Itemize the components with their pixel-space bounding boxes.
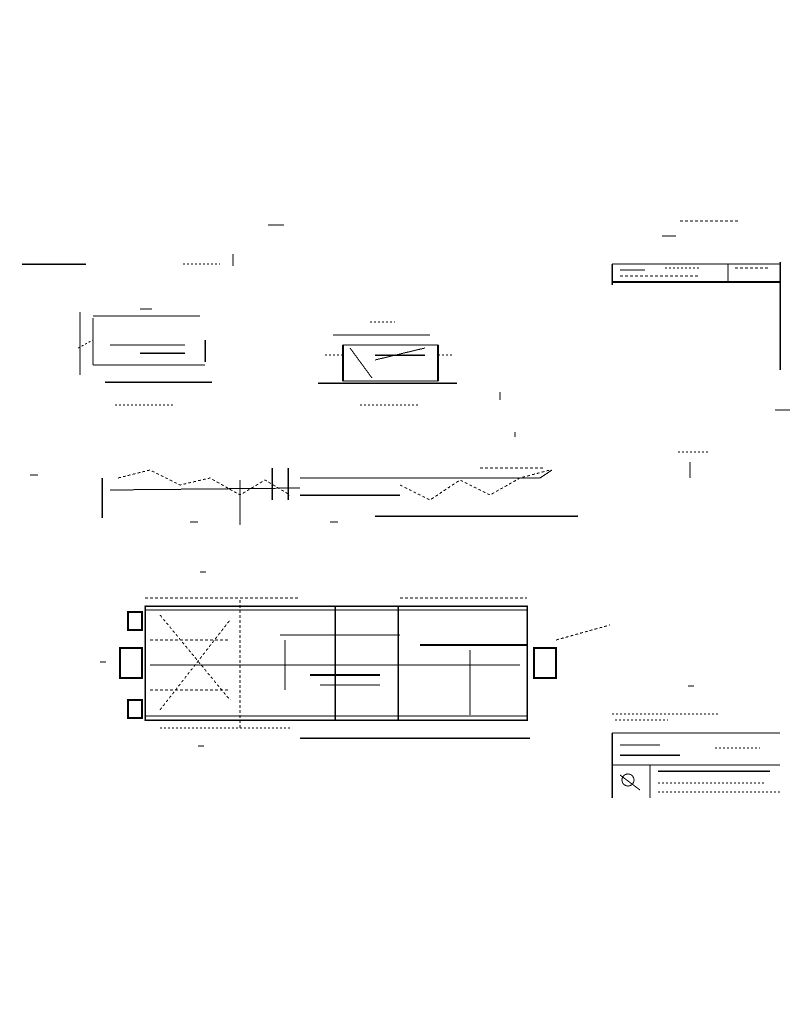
end-view-right — [318, 321, 457, 406]
side-notes — [678, 451, 708, 687]
side-elevation — [30, 467, 578, 525]
plan-view — [100, 571, 611, 747]
center-mark — [499, 392, 516, 437]
end-view-left — [77, 308, 212, 406]
left-reference-line — [22, 254, 234, 266]
revision-block — [611, 262, 790, 411]
title-block — [611, 713, 780, 798]
top-right-label-marks — [662, 220, 740, 237]
